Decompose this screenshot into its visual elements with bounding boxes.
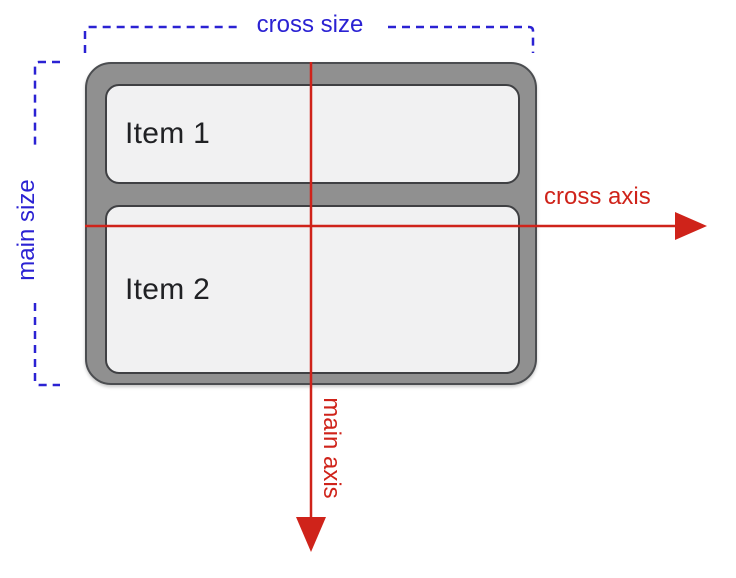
cross-axis-arrowhead-icon (675, 212, 707, 240)
flex-container: Item 1 Item 2 (85, 62, 537, 385)
main-size-bracket-bottom (33, 303, 60, 387)
main-axis-arrowhead-icon (296, 517, 326, 552)
flex-item-1-label: Item 1 (125, 117, 211, 150)
main-size-label: main size (13, 179, 40, 281)
main-size-bracket-top (33, 60, 60, 147)
cross-axis-label: cross axis (544, 183, 651, 210)
flex-item-2-label: Item 2 (125, 272, 211, 306)
flex-item-2: Item 2 (105, 205, 520, 374)
main-axis-label: main axis (318, 397, 345, 499)
cross-size-label: cross size (256, 11, 364, 38)
flex-item-1: Item 1 (105, 84, 520, 184)
cross-size-bracket-left (83, 25, 238, 53)
cross-size-bracket-right (388, 25, 535, 53)
